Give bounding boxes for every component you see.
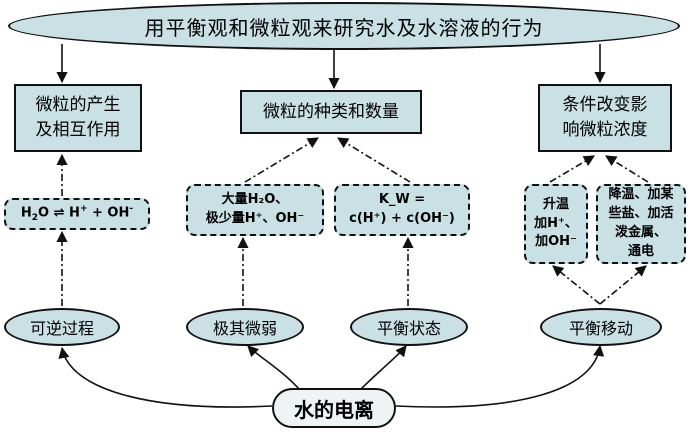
amounts-line-2: 极少量H⁺、OH⁻ [205,211,305,226]
arrow-shift-to-cool [599,265,647,305]
oval-shift-label: 平衡移动 [568,319,633,338]
arrow-kw-to-middle [337,137,411,183]
card-heat: 升温 加H⁺、 加OH⁻ [524,184,588,264]
card-amounts: 大量H₂O、 极少量H⁺、OH⁻ [186,184,324,236]
card-kw: K_W = c(H⁺) + c(OH⁻) [334,184,470,236]
curve-core-to-reversible [58,346,273,408]
header-left-text: 微粒的产生 及相互作用 [35,95,121,140]
title-ellipse: 用平衡观和微粒观来研究水及水溶液的行为 [8,2,680,50]
equilibrium-equation: H2O ⇌ H+ + OH- [20,204,134,223]
kw-line-2: c(H⁺) + c(OH⁻) [349,211,455,226]
oval-balance: 平衡状态 [350,308,468,346]
header-particle-interaction: 微粒的产生 及相互作用 [14,84,142,152]
kw-line-1: K_W = [378,192,426,208]
core-water-ionization: 水的电离 [272,388,396,428]
card-equilibrium: H2O ⇌ H+ + OH- [4,198,150,230]
curve-core-to-shift [395,344,605,408]
oval-weak-label: 极其微弱 [212,319,277,338]
curve-core-to-balance [359,345,407,391]
amounts-line-1: 大量H₂O、 [221,192,289,208]
arrow-cool-to-right [605,155,649,183]
card-cool: 降温、加某 些盐、加活 泼金属、 通电 [596,184,686,264]
curve-core-to-weak [247,345,301,391]
oval-balance-label: 平衡状态 [376,319,441,338]
arrow-amounts-to-middle [244,137,319,183]
heat-text: 升温 加H⁺、 加OH⁻ [534,196,578,250]
header-right-text: 条件改变影 响微粒浓度 [562,95,648,140]
header-particle-types: 微粒的种类和数量 [240,90,422,134]
diagram-title: 用平衡观和微粒观来研究水及水溶液的行为 [144,15,544,40]
oval-shift: 平衡移动 [540,308,662,346]
arrow-heat-to-right [549,155,595,183]
cool-text: 降温、加某 些盐、加活 泼金属、 通电 [608,187,674,259]
core-label: 水的电离 [294,397,374,422]
oval-reversible-label: 可逆过程 [29,319,94,338]
header-middle-text: 微粒的种类和数量 [263,101,399,122]
oval-reversible: 可逆过程 [4,308,120,346]
header-conditions: 条件改变影 响微粒浓度 [538,84,672,152]
oval-weak: 极其微弱 [186,308,304,346]
arrow-shift-to-heat [552,265,601,305]
